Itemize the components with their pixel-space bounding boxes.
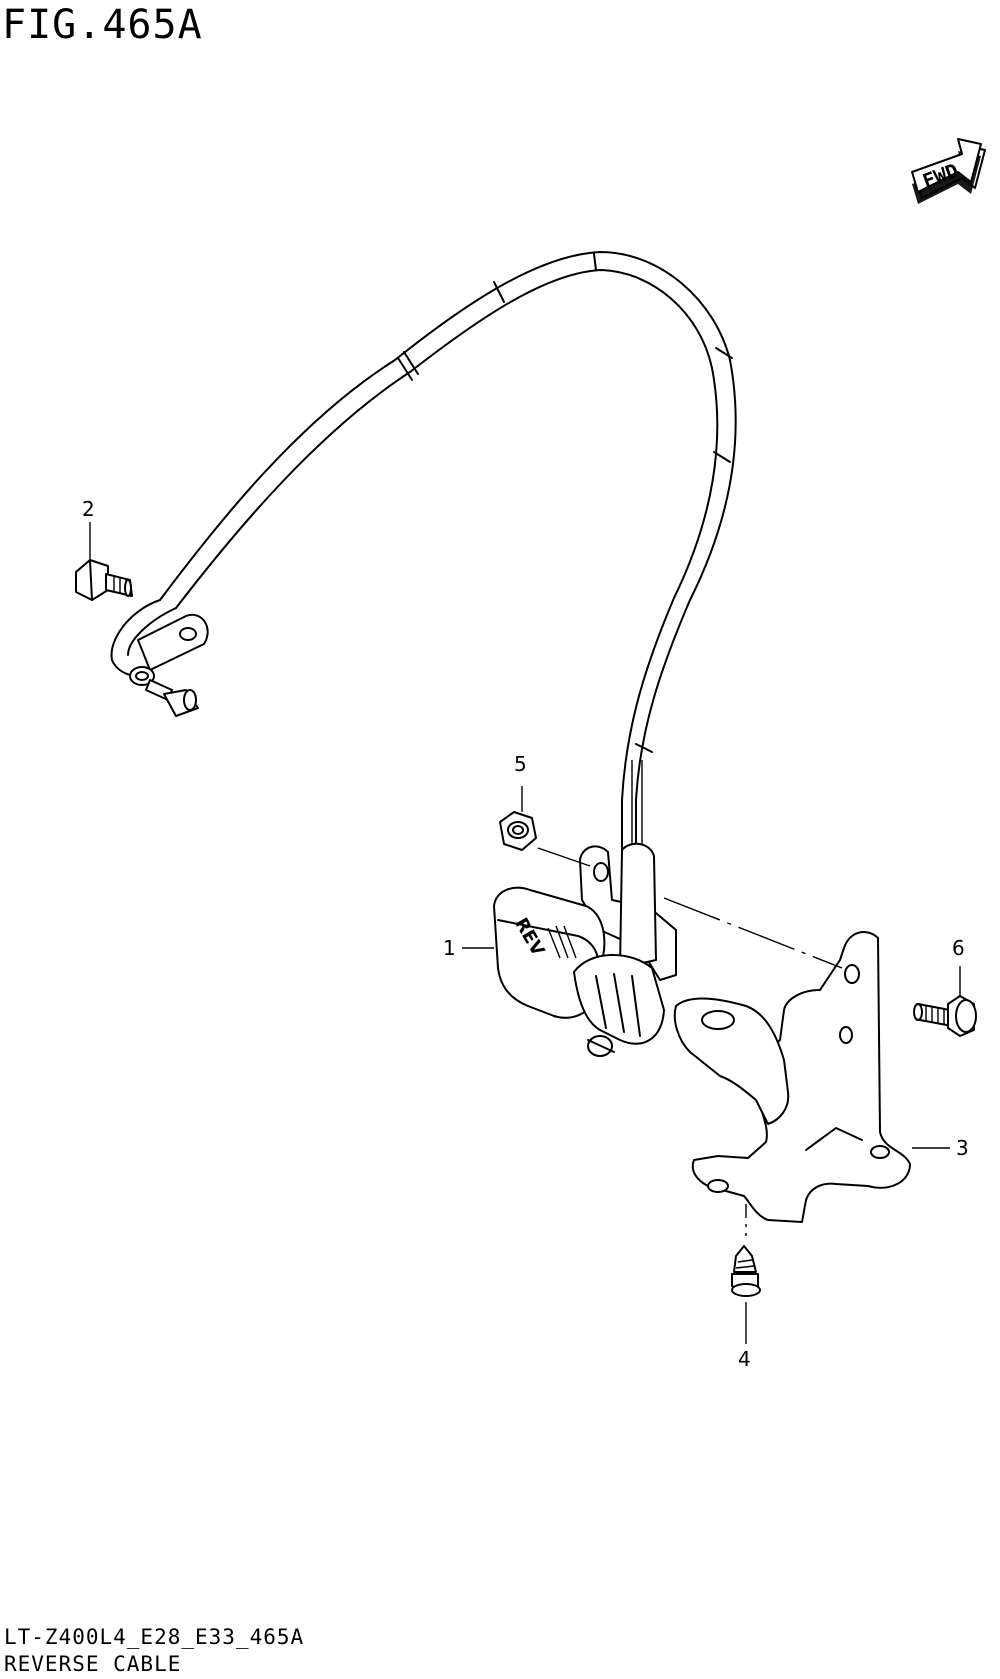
model-code: LT-Z400L4_E28_E33_465A bbox=[4, 1625, 305, 1649]
callout-leaders bbox=[89, 522, 961, 1344]
reverse-lever-part-1: REV bbox=[493, 842, 677, 1057]
reverse-cable bbox=[159, 251, 737, 861]
callout-6: 6 bbox=[952, 936, 965, 960]
screw-part-4 bbox=[731, 1245, 761, 1297]
callout-3: 3 bbox=[956, 1136, 969, 1160]
bolt-part-6 bbox=[913, 995, 977, 1037]
fwd-label: FWD bbox=[919, 158, 961, 193]
callout-5: 5 bbox=[514, 752, 527, 776]
figure-title: FIG.465A bbox=[2, 2, 203, 48]
bracket-part-3 bbox=[673, 931, 911, 1223]
forward-arrow-icon: FWD bbox=[911, 138, 986, 204]
callout-4: 4 bbox=[738, 1347, 751, 1371]
part-group-name: REVERSE CABLE bbox=[4, 1652, 182, 1676]
alignment-lines bbox=[537, 847, 843, 1236]
callout-2: 2 bbox=[82, 497, 95, 521]
cable-end-fitting bbox=[110, 599, 209, 717]
nut-part-5 bbox=[499, 811, 537, 851]
bolt-part-2 bbox=[75, 559, 133, 601]
callout-1: 1 bbox=[443, 936, 456, 960]
